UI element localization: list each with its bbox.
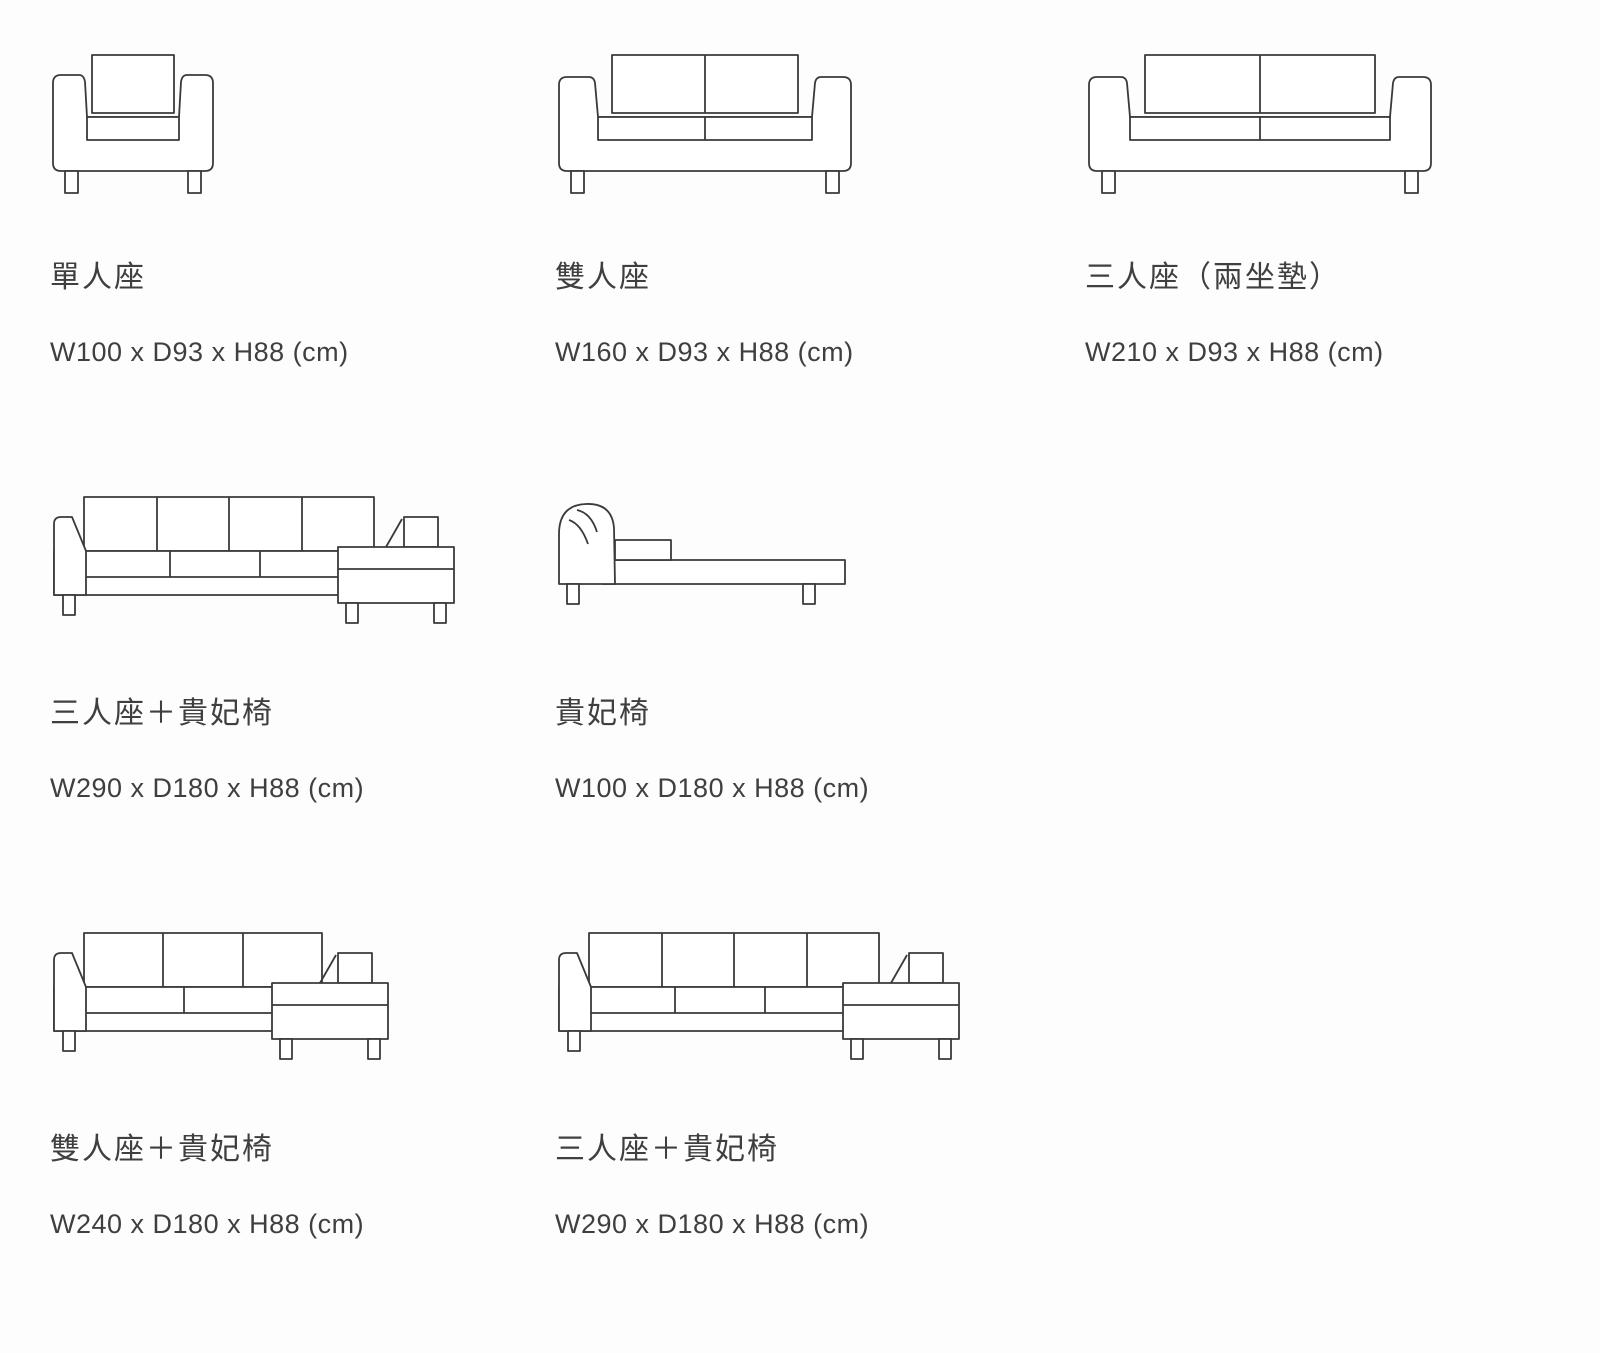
three-seat-chaise-drawing: [555, 917, 1085, 1067]
double-seat-chaise-drawing: [50, 917, 555, 1067]
sofa-dimensions-label: W290 x D180 x H88 (cm): [555, 1209, 870, 1239]
three-seat-sofa-drawing: [1085, 45, 1580, 195]
sofa-type-label: 三人座＋貴妃椅: [555, 1133, 779, 1166]
sofa-dimensions-label: W100 x D93 x H88 (cm): [50, 337, 349, 367]
single-seat-sofa-drawing: [50, 45, 555, 195]
spec-item-chaise: 貴妃椅 W100 x D180 x H88 (cm): [555, 481, 1085, 802]
spec-item-three-seat: 三人座（兩坐墊） W210 x D93 x H88 (cm): [1085, 45, 1580, 366]
chaise-lounge-drawing: [555, 481, 1085, 631]
spec-item-double-seat-chaise: 雙人座＋貴妃椅 W240 x D180 x H88 (cm): [50, 917, 555, 1238]
empty-cell: [1085, 481, 1580, 802]
sofa-dimensions-label: W100 x D180 x H88 (cm): [555, 773, 870, 803]
sofa-type-label: 貴妃椅: [555, 697, 651, 730]
sofa-dimensions-label: W290 x D180 x H88 (cm): [50, 773, 365, 803]
sofa-type-label: 單人座: [50, 261, 146, 294]
three-seat-chaise-drawing: [50, 481, 555, 631]
spec-item-double-seat: 雙人座 W160 x D93 x H88 (cm): [555, 45, 1085, 366]
spec-item-three-seat-chaise: 三人座＋貴妃椅 W290 x D180 x H88 (cm): [50, 481, 555, 802]
spec-item-three-seat-chaise-2: 三人座＋貴妃椅 W290 x D180 x H88 (cm): [555, 917, 1085, 1238]
sofa-size-spec-sheet: 單人座 W100 x D93 x H88 (cm) 雙人座 W160 x D93…: [50, 0, 1600, 1238]
sofa-type-label: 雙人座: [555, 261, 651, 294]
sofa-type-label: 三人座（兩坐墊）: [1085, 261, 1341, 294]
spec-item-single-seat: 單人座 W100 x D93 x H88 (cm): [50, 45, 555, 366]
double-seat-sofa-drawing: [555, 45, 1085, 195]
sofa-type-label: 雙人座＋貴妃椅: [50, 1133, 274, 1166]
sofa-dimensions-label: W160 x D93 x H88 (cm): [555, 337, 854, 367]
sofa-dimensions-label: W210 x D93 x H88 (cm): [1085, 337, 1384, 367]
sofa-dimensions-label: W240 x D180 x H88 (cm): [50, 1209, 365, 1239]
sofa-type-label: 三人座＋貴妃椅: [50, 697, 274, 730]
